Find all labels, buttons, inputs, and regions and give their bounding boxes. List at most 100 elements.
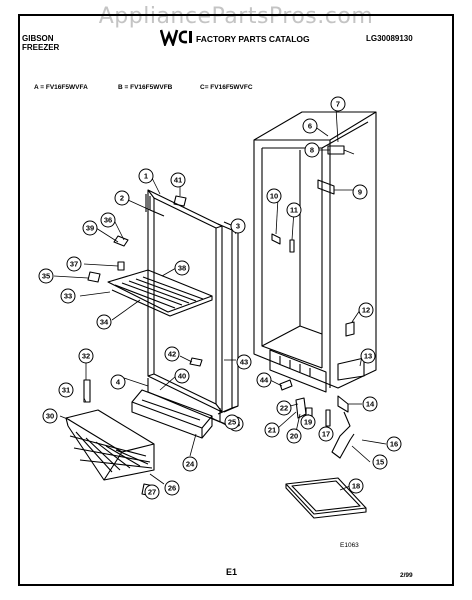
callout-label: 42 xyxy=(168,350,176,359)
callout-41: 41 xyxy=(170,172,186,188)
callout-3: 3 xyxy=(230,218,246,234)
callout-2: 2 xyxy=(114,190,130,206)
callout-label: 2 xyxy=(120,194,124,203)
callout-label: 27 xyxy=(148,488,156,497)
callout-label: 26 xyxy=(168,484,176,493)
callout-36: 36 xyxy=(100,212,116,228)
watermark: AppliancePartsPros.com xyxy=(98,4,374,29)
callout-19: 19 xyxy=(300,414,316,430)
brand-line-2: FREEZER xyxy=(22,43,60,52)
callout-label: 22 xyxy=(280,404,288,413)
revision-date: 2/99 xyxy=(400,572,413,579)
callout-label: 30 xyxy=(46,412,54,421)
callout-label: 41 xyxy=(174,176,182,185)
callout-16: 16 xyxy=(386,436,402,452)
callout-label: 34 xyxy=(100,318,109,327)
callout-13: 13 xyxy=(360,348,376,364)
callout-label: 3 xyxy=(236,222,240,231)
drain-pan xyxy=(285,477,367,519)
callout-34: 34 xyxy=(96,314,112,330)
callout-43: 43 xyxy=(236,354,252,370)
callout-label: 24 xyxy=(186,460,195,469)
catalog-title: FACTORY PARTS CATALOG xyxy=(196,34,310,44)
callout-label: 10 xyxy=(270,192,278,201)
callout-17: 17 xyxy=(318,426,334,442)
callout-label: 18 xyxy=(352,482,360,491)
wci-logo-icon xyxy=(160,29,192,46)
callout-label: 17 xyxy=(322,430,330,439)
wire-basket xyxy=(65,409,155,481)
callout-10: 10 xyxy=(266,188,282,204)
callout-20: 20 xyxy=(286,428,302,444)
callout-label: 40 xyxy=(178,372,186,381)
model-c: C= FV16F5WVFC xyxy=(200,84,253,91)
cabinet-shell xyxy=(253,111,377,393)
callout-4: 4 xyxy=(110,374,126,390)
callout-9: 9 xyxy=(352,184,368,200)
callout-37: 37 xyxy=(66,256,82,272)
callout-12: 12 xyxy=(358,302,374,318)
callout-6: 6 xyxy=(302,118,318,134)
callout-44: 44 xyxy=(256,372,272,388)
callout-8: 8 xyxy=(304,142,320,158)
catalog-code: LG30089130 xyxy=(366,34,413,43)
model-b: B = FV16F5WVFB xyxy=(118,84,173,91)
callout-label: 14 xyxy=(366,400,375,409)
callout-42: 42 xyxy=(164,346,180,362)
callout-label: 31 xyxy=(62,386,70,395)
callout-33: 33 xyxy=(60,288,76,304)
callout-label: 13 xyxy=(364,352,372,361)
callout-1: 1 xyxy=(138,168,154,184)
callout-label: 4 xyxy=(116,378,121,387)
model-a: A = FV16F5WVFA xyxy=(34,84,88,91)
callout-label: 6 xyxy=(308,122,312,131)
callout-15: 15 xyxy=(372,454,388,470)
callout-38: 38 xyxy=(174,260,190,276)
callout-label: 7 xyxy=(336,100,340,109)
figure-reference: E1063 xyxy=(340,542,359,549)
callout-label: 38 xyxy=(178,264,186,273)
callout-label: 43 xyxy=(240,358,248,367)
callout-11: 11 xyxy=(286,202,302,218)
callout-label: 8 xyxy=(310,146,314,155)
callout-label: 39 xyxy=(86,224,94,233)
callout-27: 27 xyxy=(144,484,160,500)
callout-label: 11 xyxy=(290,206,298,215)
callout-21: 21 xyxy=(264,422,280,438)
page-frame xyxy=(18,14,454,586)
callout-39: 39 xyxy=(82,220,98,236)
callout-7: 7 xyxy=(330,96,346,112)
door-gasket xyxy=(217,221,239,415)
callout-label: 44 xyxy=(260,376,269,385)
callout-label: 25 xyxy=(228,418,236,427)
callout-35: 35 xyxy=(38,268,54,284)
callout-label: 12 xyxy=(362,306,370,315)
callout-label: 19 xyxy=(304,418,312,427)
callout-25: 25 xyxy=(224,414,240,430)
callout-32: 32 xyxy=(78,348,94,364)
bottom-trim xyxy=(147,378,221,423)
callout-label: 16 xyxy=(390,440,398,449)
door-bin xyxy=(131,389,213,439)
callout-label: 33 xyxy=(64,292,72,301)
wire-shelf xyxy=(107,269,213,317)
callout-label: 36 xyxy=(104,216,112,225)
callout-40: 40 xyxy=(174,368,190,384)
callout-26: 26 xyxy=(164,480,180,496)
callout-24: 24 xyxy=(182,456,198,472)
callout-label: 37 xyxy=(70,260,78,269)
callout-14: 14 xyxy=(362,396,378,412)
callout-label: 21 xyxy=(268,426,276,435)
callout-label: 15 xyxy=(376,458,384,467)
callout-label: 20 xyxy=(290,432,298,441)
callout-22: 22 xyxy=(276,400,292,416)
callout-label: 9 xyxy=(358,188,362,197)
callout-31: 31 xyxy=(58,382,74,398)
callout-label: 1 xyxy=(144,172,148,181)
callout-label: 32 xyxy=(82,352,90,361)
callout-30: 30 xyxy=(42,408,58,424)
page-number: E1 xyxy=(226,567,238,577)
callout-18: 18 xyxy=(348,478,364,494)
callout-label: 35 xyxy=(42,272,50,281)
